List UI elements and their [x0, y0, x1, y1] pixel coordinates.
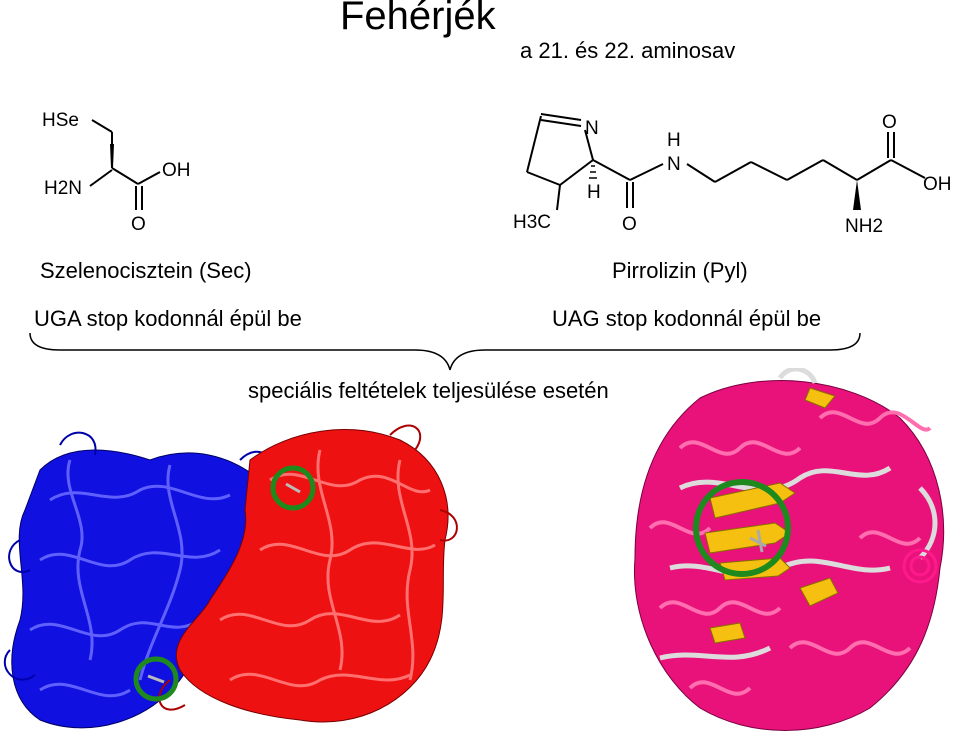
curly-brace — [29, 332, 861, 371]
sec-atom-o: O — [131, 214, 146, 235]
chain-b-red — [175, 429, 449, 723]
pyl-name: Pirrolizin (Pyl) — [612, 258, 748, 283]
sec-atom-oh: OH — [162, 160, 191, 181]
brace-caption: speciális feltételek teljesülése esetén — [248, 378, 609, 403]
pyl-atom-n-amide: N — [667, 154, 681, 175]
selenocysteine-structure: HSe H2N OH O — [42, 110, 191, 235]
active-site-ring-3 — [693, 479, 791, 577]
pyl-atom-oh: OH — [923, 174, 952, 195]
slide-title: Fehérjék — [340, 0, 496, 38]
pyl-atom-o1: O — [622, 214, 637, 235]
pyl-atom-o2: O — [882, 112, 897, 133]
pyl-atom-h-alpha: H — [587, 182, 601, 203]
active-site-ring-1 — [270, 465, 316, 511]
sec-atom-hse: HSe — [42, 110, 79, 131]
pyrrolysyl-protein-cartoon — [633, 368, 945, 731]
helix-body — [633, 380, 945, 731]
slide-subtitle: a 21. és 22. aminosav — [520, 38, 736, 63]
pyl-atom-n-ring: N — [585, 118, 599, 139]
pyl-atom-methyl: H3C — [513, 212, 551, 233]
pyrrolysine-structure: N H H3C O H N O OH NH2 — [513, 112, 952, 237]
sec-name: Szelenocisztein (Sec) — [40, 258, 252, 283]
sec-atom-amine: H2N — [44, 178, 82, 199]
sec-codon-note: UGA stop kodonnál épül be — [34, 306, 302, 331]
pyl-atom-nh2: NH2 — [845, 216, 883, 237]
active-site-ring-2 — [133, 656, 179, 702]
selenoprotein-cartoon — [3, 424, 458, 729]
pyl-codon-note: UAG stop kodonnál épül be — [552, 306, 822, 331]
pyl-atom-h-amide: H — [667, 130, 681, 151]
